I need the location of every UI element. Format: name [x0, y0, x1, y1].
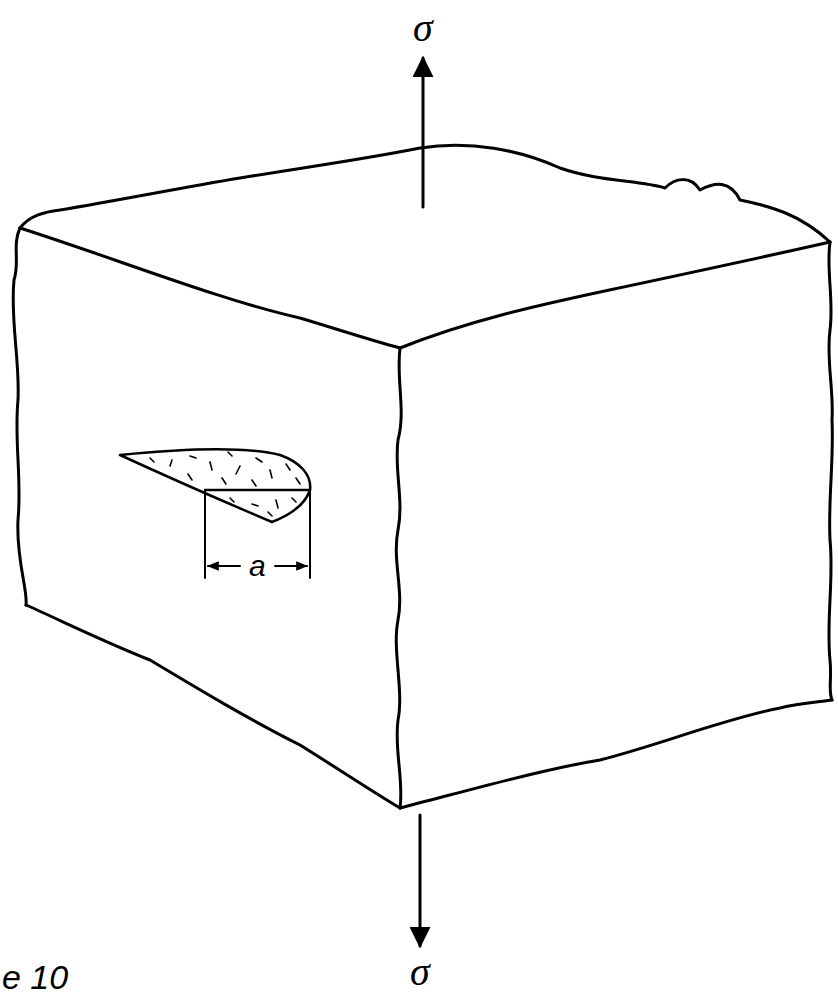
left-edge [13, 228, 26, 605]
stress-arrow [422, 58, 425, 207]
front-left-top-edge [20, 228, 400, 348]
stress-symbol: σ [413, 8, 433, 48]
dimension-arrow [275, 565, 307, 567]
bottom-left-edge [26, 605, 400, 808]
figure-number: e 10 [2, 960, 68, 994]
crack-stipple [150, 452, 300, 516]
right-edge [829, 242, 833, 700]
middle-edge [396, 348, 401, 808]
top-face-edge [20, 145, 830, 242]
dimension-arrow [208, 565, 240, 567]
dimension-extension [309, 492, 311, 578]
dimension-label: a [247, 551, 268, 581]
bottom-right-edge [400, 700, 832, 808]
crack-outline [120, 449, 310, 522]
crack-front [205, 489, 310, 492]
stress-arrow [419, 815, 422, 946]
dimension-extension [204, 490, 206, 578]
stress-symbol: σ [410, 952, 430, 992]
front-right-top-edge [400, 242, 830, 348]
